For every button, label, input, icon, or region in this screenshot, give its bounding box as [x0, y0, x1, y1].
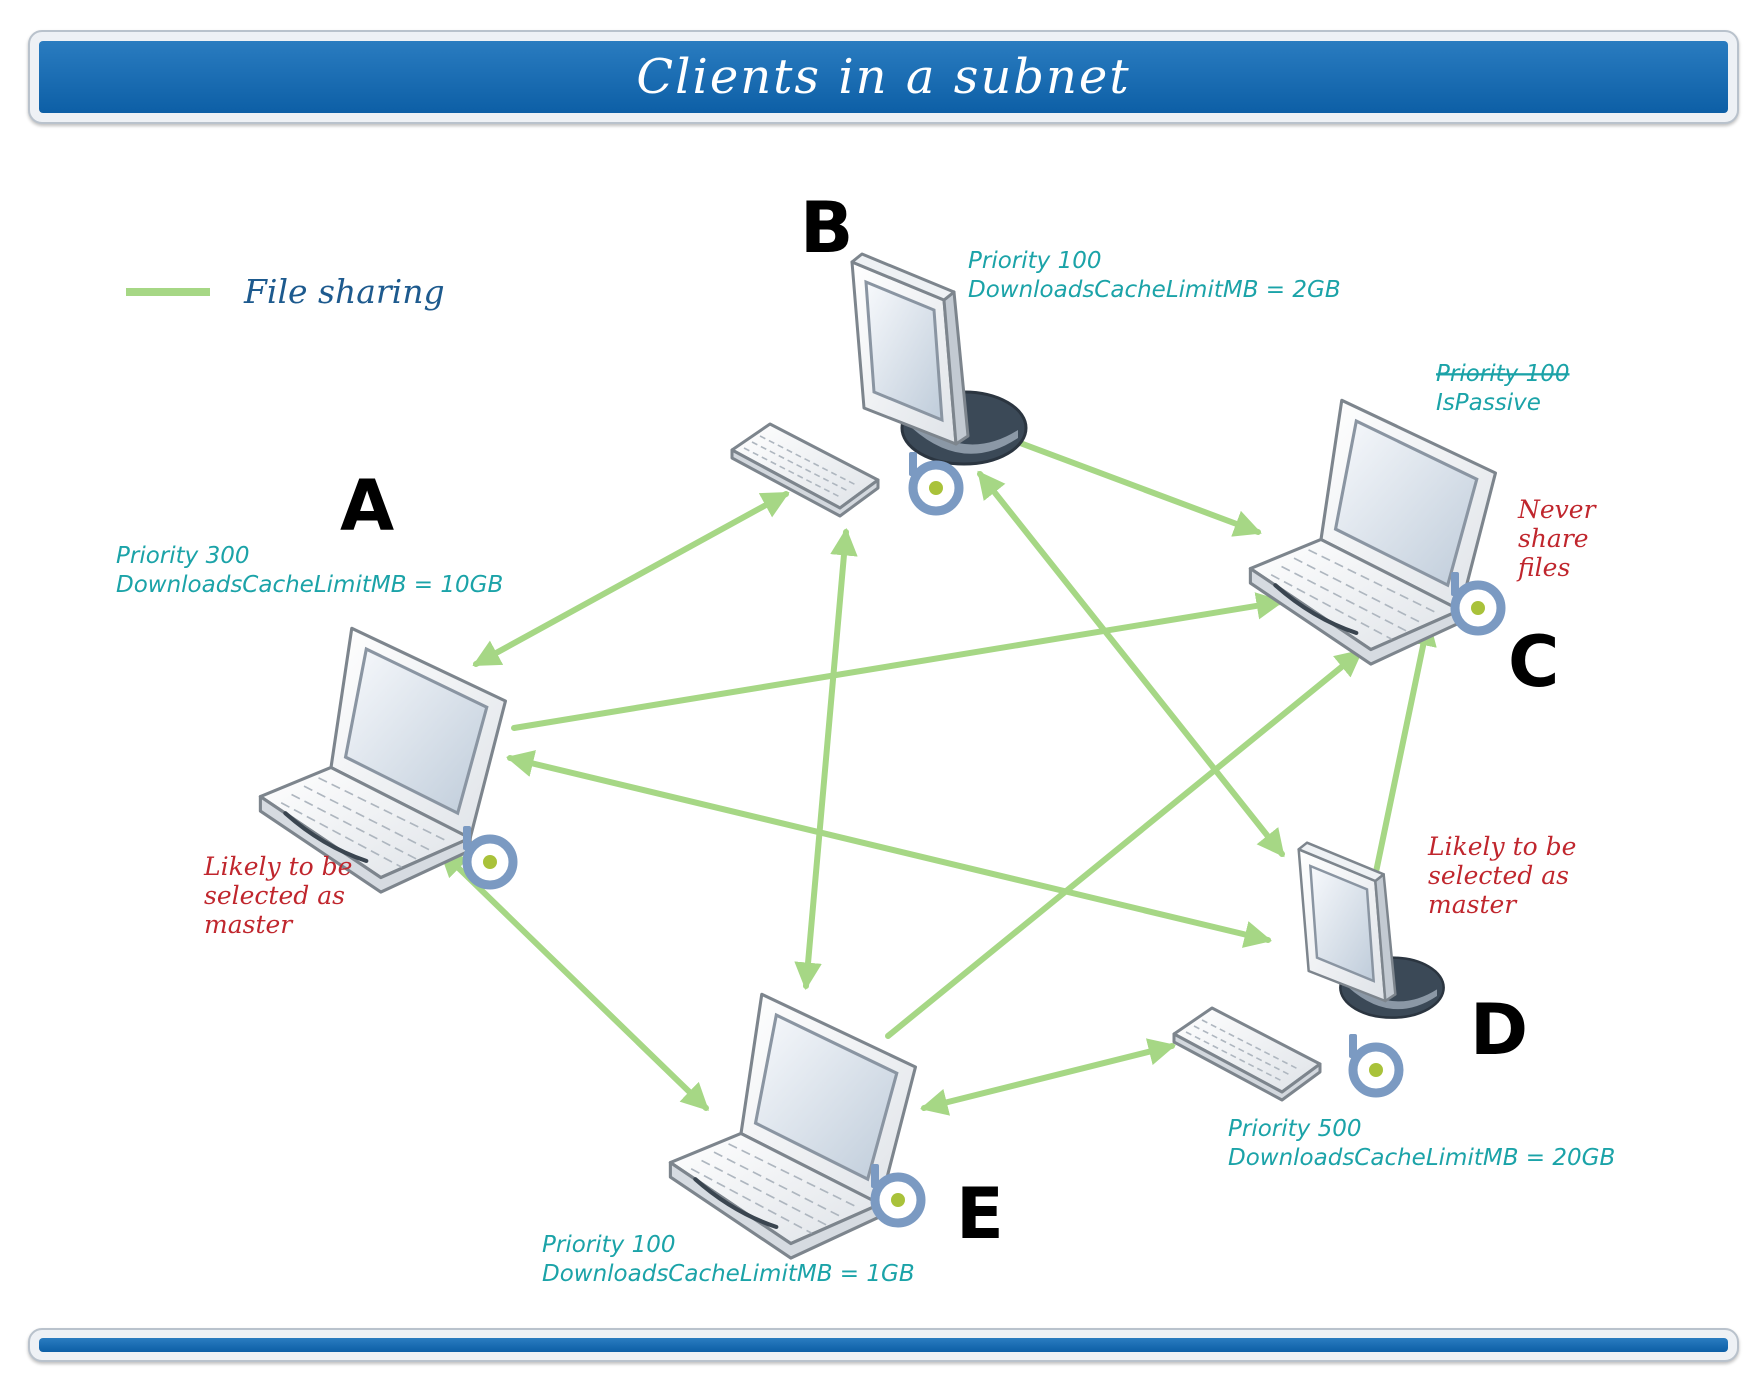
node-d[interactable] — [1172, 841, 1445, 1102]
node-c-passive: IsPassive — [1436, 390, 1541, 416]
desktop-icon — [1297, 841, 1445, 1019]
edges — [439, 431, 1437, 1116]
legend: File sharing — [126, 272, 445, 311]
edge-b-d — [977, 470, 1285, 858]
node-a-note-line-1: Likely to be — [203, 852, 352, 881]
edge-e-c — [885, 649, 1364, 1039]
edge-d-c — [1373, 617, 1437, 875]
node-d-letter: D — [1470, 989, 1528, 1071]
client-badge-icon — [871, 1164, 921, 1223]
node-a-letter: A — [340, 465, 394, 547]
node-b-letter: B — [800, 187, 853, 269]
keyboard-icon — [1172, 1006, 1322, 1102]
node-a-priority: Priority 300 — [116, 543, 249, 569]
client-badge-icon — [463, 826, 513, 885]
node-a-note-line-3: master — [204, 910, 294, 939]
edge-a-e — [439, 849, 709, 1111]
edge-b-e — [794, 527, 858, 991]
title-banner-fill: Clients in a subnet — [39, 41, 1728, 113]
node-c-note-line-3: files — [1516, 553, 1570, 582]
node-e-cache-limit: DownloadsCacheLimitMB = 1GB — [542, 1261, 915, 1287]
node-d-note-line-3: master — [1428, 890, 1518, 919]
edge-a-b — [472, 491, 790, 667]
node-d-priority: Priority 500 — [1228, 1116, 1361, 1142]
client-badge-icon — [1451, 572, 1501, 631]
node-e-letter: E — [956, 1173, 1004, 1255]
legend-label: File sharing — [243, 272, 445, 311]
devices — [260, 252, 1501, 1258]
footer-banner-fill — [39, 1338, 1728, 1352]
edge-e-d — [919, 1038, 1177, 1116]
page-title: Clients in a subnet — [636, 49, 1131, 105]
node-a-cache-limit: DownloadsCacheLimitMB = 10GB — [116, 572, 503, 598]
node-c-note-line-1: Never — [1517, 495, 1598, 524]
node-e[interactable] — [670, 994, 921, 1258]
node-c-priority-struck: Priority 100 — [1436, 361, 1569, 387]
edge-b-c — [993, 431, 1262, 537]
title-banner: Clients in a subnet — [28, 30, 1739, 124]
node-d-note-line-2: selected as — [1428, 861, 1569, 890]
node-a-note-line-2: selected as — [204, 881, 345, 910]
node-b-cache-limit: DownloadsCacheLimitMB = 2GB — [968, 277, 1341, 303]
node-d-note-line-1: Likely to be — [1427, 832, 1576, 861]
node-e-priority: Priority 100 — [542, 1232, 675, 1258]
node-c[interactable] — [1250, 400, 1501, 664]
node-b-priority: Priority 100 — [968, 248, 1101, 274]
edge-a-d — [505, 750, 1273, 948]
footer-banner — [28, 1328, 1739, 1362]
node-d-cache-limit: DownloadsCacheLimitMB = 20GB — [1228, 1145, 1615, 1171]
node-c-letter: C — [1508, 621, 1559, 703]
client-badge-icon — [1349, 1034, 1399, 1093]
keyboard-icon — [730, 422, 880, 518]
node-c-note-line-2: share — [1518, 524, 1589, 553]
